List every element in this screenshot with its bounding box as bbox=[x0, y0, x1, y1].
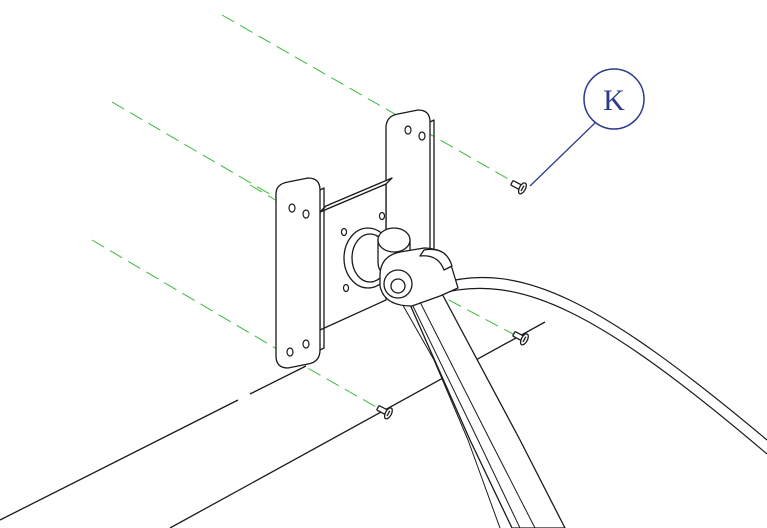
callout-k: K bbox=[529, 68, 645, 187]
arm-beam-highlight-2 bbox=[417, 297, 536, 528]
callout-leader-line bbox=[529, 121, 597, 187]
screw-icon bbox=[376, 180, 529, 420]
screw-top bbox=[510, 180, 527, 195]
arm-beam bbox=[391, 285, 566, 528]
monitor-arm-icon bbox=[379, 247, 767, 528]
arm-cable-right-inner bbox=[437, 287, 767, 455]
desk-edge-front bbox=[0, 399, 239, 521]
bracket-hole bbox=[302, 209, 310, 219]
bracket-hole bbox=[342, 283, 350, 293]
bracket-hole bbox=[286, 347, 294, 357]
arm-beam-highlight bbox=[409, 299, 521, 528]
screw-bottom bbox=[376, 405, 393, 420]
bracket-hole bbox=[418, 131, 426, 141]
callout-circle bbox=[583, 68, 645, 130]
desk-edge-back bbox=[169, 321, 546, 528]
desk-surface bbox=[0, 321, 546, 528]
bracket-hole bbox=[302, 339, 310, 349]
pivot-cap bbox=[377, 227, 411, 253]
screw-right bbox=[512, 331, 529, 346]
arm-head-collar bbox=[419, 248, 453, 271]
desk-edge-middle bbox=[249, 365, 307, 395]
bracket-hole bbox=[340, 227, 348, 237]
bracket-plate-left-edge bbox=[319, 187, 325, 351]
guide-line-bottom-left bbox=[91, 239, 283, 353]
bracket-hole bbox=[404, 125, 412, 135]
guide-line-bottom bbox=[289, 357, 379, 409]
callout-label: K bbox=[603, 84, 625, 117]
guide-line-top-left bbox=[111, 101, 293, 208]
bracket-plate-left bbox=[275, 177, 321, 369]
arm-head-bolt-inner bbox=[390, 278, 406, 294]
guide-line-right bbox=[429, 289, 516, 336]
bracket-hole bbox=[288, 203, 296, 213]
bracket-hole bbox=[378, 211, 386, 221]
guide-line-top-right bbox=[221, 14, 511, 181]
arm-cable-right bbox=[437, 276, 767, 441]
